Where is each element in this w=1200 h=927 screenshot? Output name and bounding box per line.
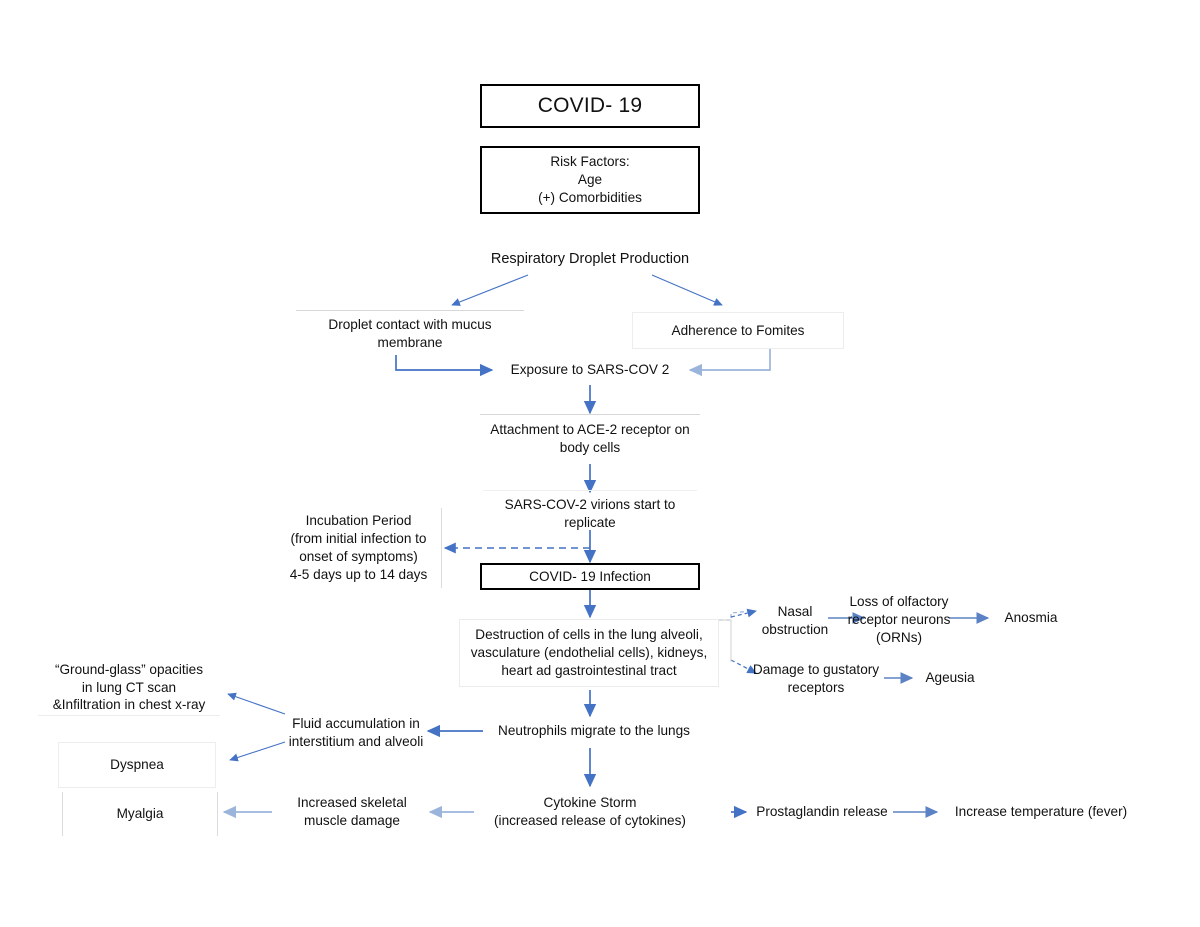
node-ageusia: Ageusia — [915, 666, 985, 690]
loss-olfactory-label: Loss of olfactory receptor neurons (ORNs… — [847, 594, 951, 645]
node-covid19-infection: COVID- 19 Infection — [480, 563, 700, 590]
cytokine-storm-line-1: Cytokine Storm — [543, 795, 637, 811]
cytokine-storm-line-2: (increased release of cytokines) — [494, 813, 686, 828]
droplet-contact-label: Droplet contact with mucus membrane — [328, 316, 492, 350]
destruction-line-1: Destruction of cells in the lung alveoli… — [475, 627, 703, 643]
virions-replicate-label: SARS-COV-2 virions start to replicate — [504, 496, 676, 530]
destruction-line-3: heart ad gastrointestinal tract — [501, 662, 677, 678]
risk-factors-line-3: (+) Comorbidities — [538, 189, 642, 205]
prostaglandin-label: Prostaglandin release — [756, 804, 888, 820]
node-ground-glass-opacities: “Ground-glass” opacities in lung CT scan… — [38, 660, 220, 716]
increase-temperature-label: Increase temperature (fever) — [954, 804, 1128, 820]
node-respiratory-droplet-production: Respiratory Droplet Production — [455, 248, 725, 272]
node-damage-gustatory-receptors: Damage to gustatory receptors — [742, 659, 890, 699]
node-risk-factors: Risk Factors: Age (+) Comorbidities — [480, 146, 700, 214]
attachment-label: Attachment to ACE-2 receptor on body cel… — [490, 421, 690, 455]
node-cytokine-storm: Cytokine Storm (increased release of cyt… — [478, 791, 702, 833]
adherence-fomites-label: Adherence to Fomites — [671, 322, 805, 338]
node-exposure-sars-cov-2: Exposure to SARS-COV 2 — [496, 358, 684, 382]
destruction-line-2: vasculature (endothelial cells), kidneys… — [470, 645, 708, 661]
node-adherence-fomites: Adherence to Fomites — [632, 312, 844, 349]
damage-gustatory-label: Damage to gustatory receptors — [752, 662, 880, 695]
exposure-label: Exposure to SARS-COV 2 — [510, 362, 670, 378]
node-myalgia: Myalgia — [62, 792, 218, 836]
ageusia-label: Ageusia — [925, 670, 975, 686]
node-anosmia: Anosmia — [992, 606, 1070, 630]
node-covid19: COVID- 19 — [480, 84, 700, 128]
ground-glass-line-1: “Ground-glass” opacities — [54, 661, 204, 677]
incubation-line-3: onset of symptoms) — [299, 549, 418, 564]
node-attachment-ace2: Attachment to ACE-2 receptor on body cel… — [480, 414, 700, 462]
neutrophils-label: Neutrophils migrate to the lungs — [498, 723, 690, 739]
node-virions-replicate: SARS-COV-2 virions start to replicate — [483, 490, 697, 536]
node-dyspnea: Dyspnea — [58, 742, 216, 788]
myalgia-label: Myalgia — [116, 806, 164, 822]
incubation-line-2: (from initial infection to — [290, 531, 427, 547]
increased-skeletal-label: Increased skeletal muscle damage — [297, 795, 407, 828]
node-neutrophils-migrate: Neutrophils migrate to the lungs — [489, 719, 699, 743]
dyspnea-label: Dyspnea — [110, 757, 164, 773]
node-destruction-of-cells: Destruction of cells in the lung alveoli… — [459, 619, 719, 687]
node-covid19-label: COVID- 19 — [537, 94, 643, 118]
incubation-line-1: Incubation Period — [305, 513, 412, 529]
respiratory-droplet-label: Respiratory Droplet Production — [490, 251, 690, 268]
risk-factors-line-2: Age — [577, 172, 603, 188]
node-increased-skeletal-muscle-damage: Increased skeletal muscle damage — [280, 791, 424, 833]
node-increase-temperature: Increase temperature (fever) — [943, 800, 1139, 824]
nasal-obstruction-label: Nasal obstruction — [761, 604, 829, 637]
node-nasal-obstruction: Nasal obstruction — [757, 601, 833, 641]
node-fluid-accumulation: Fluid accumulation in interstitium and a… — [283, 712, 429, 754]
node-loss-olfactory-receptor-neurons: Loss of olfactory receptor neurons (ORNs… — [843, 590, 955, 650]
ground-glass-line-3: &Infiltration in chest x-ray — [52, 697, 206, 713]
node-incubation-period: Incubation Period (from initial infectio… — [276, 508, 442, 588]
incubation-line-4: 4-5 days up to 14 days — [289, 566, 428, 582]
ground-glass-line-2: in lung CT scan — [81, 679, 177, 695]
risk-factors-line-1: Risk Factors: — [550, 154, 630, 170]
node-prostaglandin-release: Prostaglandin release — [752, 800, 892, 824]
node-droplet-contact: Droplet contact with mucus membrane — [296, 310, 524, 356]
anosmia-label: Anosmia — [1004, 610, 1058, 626]
fluid-accumulation-label: Fluid accumulation in interstitium and a… — [288, 716, 424, 749]
covid19-infection-label: COVID- 19 Infection — [529, 568, 651, 584]
